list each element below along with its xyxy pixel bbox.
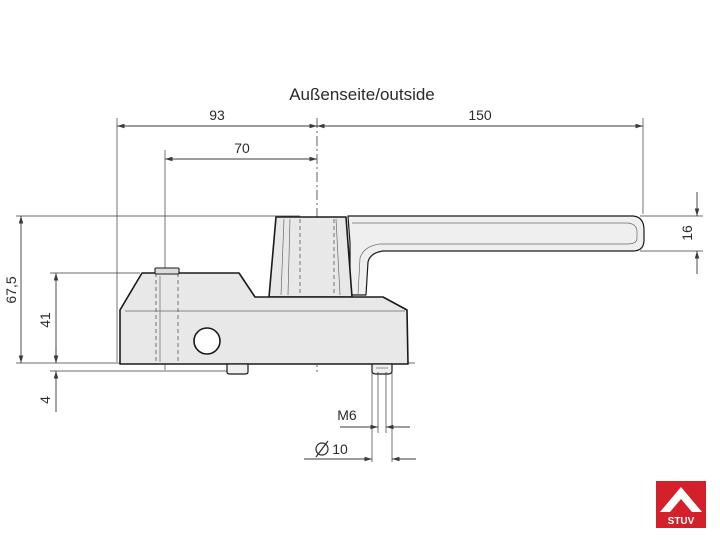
diameter-icon [315,440,329,458]
dimension-70-label: 70 [234,140,250,156]
dimension-150-label: 150 [468,107,492,123]
screw-m6 [371,363,393,375]
handle-lever [347,215,645,296]
dimension-93: 93 [116,107,317,362]
dimension-diameter-10: 10 [304,372,416,462]
dimension-4-label: 4 [37,396,53,404]
dimension-m6-label: M6 [337,407,357,423]
dimension-4: 4 [37,347,230,412]
bottom-bolt [226,363,249,375]
dimension-16: 16 [640,192,703,274]
window-handle [117,215,645,375]
dimension-16-label: 16 [679,225,695,241]
lock-cylinder [193,327,221,355]
dimension-67-5: 67,5 [3,215,300,364]
dimension-m6: M6 [337,372,410,433]
base-button [154,267,180,275]
stuv-logo: STUV [656,481,706,528]
dimension-67-5-label: 67,5 [3,276,19,303]
handle-base [119,272,409,365]
dimension-93-label: 93 [209,107,225,123]
dimension-diameter-10-label: 10 [332,441,348,457]
drawing-title: Außenseite/outside [289,85,435,104]
dimension-150: 150 [317,107,644,214]
stuv-logo-text: STUV [668,516,695,527]
dimension-41-label: 41 [37,312,53,328]
